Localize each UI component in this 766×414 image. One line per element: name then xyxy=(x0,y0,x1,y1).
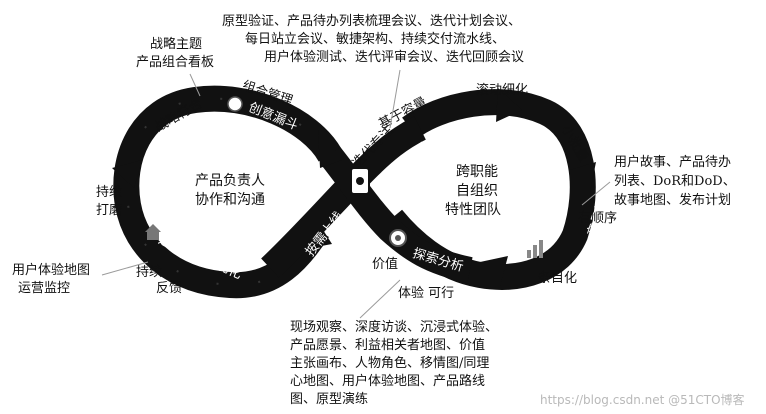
arrow-head-left xyxy=(112,160,142,188)
label-rolling-refine: 滚动细化 xyxy=(476,82,528,98)
svg-text:产品组合看板: 产品组合看板 xyxy=(136,54,214,70)
planning-artifacts-note: 用户故事、产品待办 列表、DoR和DoD、 故事地图、发布计划 xyxy=(581,154,736,208)
crossing-band-down xyxy=(319,146,473,283)
gear-icon xyxy=(389,229,407,247)
label-ordered: 有顺序 xyxy=(578,211,617,226)
svg-text:主张画布、人物角色、移情图/同理: 主张画布、人物角色、移情图/同理 xyxy=(290,355,489,371)
right-center-line-2: 自组织 xyxy=(456,183,498,199)
svg-text:用户体验地图: 用户体验地图 xyxy=(12,262,90,278)
svg-text:运营监控: 运营监控 xyxy=(18,281,70,296)
strategy-portfolio-note: 战略主题 产品组合看板 xyxy=(136,36,214,97)
arrow-head-right xyxy=(570,162,596,192)
label-continuous-feedback-1: 持续 xyxy=(136,265,162,280)
svg-text:现场观察、深度访谈、沉浸式体验、: 现场观察、深度访谈、沉浸式体验、 xyxy=(290,319,498,335)
arrow-head-bottom-right xyxy=(480,256,508,286)
left-center-line-2: 协作和沟通 xyxy=(195,192,265,208)
top-practices-note: 原型验证、产品待办列表梳理会议、迭代计划会议、 每日站立会议、敏捷架构、持续交付… xyxy=(222,13,524,129)
svg-text:列表、DoR和DoD、: 列表、DoR和DoD、 xyxy=(614,174,736,189)
svg-text:故事地图、发布计划: 故事地图、发布计划 xyxy=(614,192,731,208)
right-center-line-1: 跨职能 xyxy=(456,164,498,180)
label-continuous-polish-1: 持续 xyxy=(96,185,122,200)
left-center-line-1: 产品负责人 xyxy=(195,173,265,189)
label-value: 价值 xyxy=(372,256,398,272)
svg-text:原型验证、产品待办列表梳理会议、迭代计划会议、: 原型验证、产品待办列表梳理会议、迭代计划会议、 xyxy=(222,13,521,29)
label-continuous-feedback-2: 反馈 xyxy=(156,281,182,296)
label-experience-feasible: 体验 可行 xyxy=(398,285,454,301)
svg-text:心地图、用户体验地图、产品路线: 心地图、用户体验地图、产品路线 xyxy=(290,373,485,389)
bulb-icon xyxy=(227,96,243,112)
label-continuous-polish-2: 打磨 xyxy=(96,203,122,218)
svg-text:图、原型演练: 图、原型演练 xyxy=(290,391,368,407)
arrow-head-bottom xyxy=(300,222,332,250)
arrow-head-top-left xyxy=(318,130,342,168)
house-icon xyxy=(145,224,161,240)
svg-text:用户体验测试、迭代评审会议、迭代回顾会议: 用户体验测试、迭代评审会议、迭代回顾会议 xyxy=(264,49,524,65)
arrow-head-top-right xyxy=(496,88,522,122)
svg-text:用户故事、产品待办: 用户故事、产品待办 xyxy=(614,154,731,170)
discovery-practices-note: 现场观察、深度访谈、沉浸式体验、 产品愿景、利益相关者地图、价值 主张画布、人物… xyxy=(290,279,498,407)
svg-text:产品愿景、利益相关者地图、价值: 产品愿景、利益相关者地图、价值 xyxy=(290,337,485,353)
center-pin-icon xyxy=(350,167,370,195)
label-itemized: 条目化 xyxy=(538,270,577,286)
left-loop-band xyxy=(113,85,342,299)
svg-text:每日站立会议、敏捷架构、持续交付流水线、: 每日站立会议、敏捷架构、持续交付流水线、 xyxy=(245,31,505,47)
watermark: https://blog.csdn.net @51CTO博客 xyxy=(540,392,745,407)
operations-note: 用户体验地图 运营监控 xyxy=(12,261,149,296)
svg-text:战略主题: 战略主题 xyxy=(150,36,202,52)
right-center-line-3: 特性团队 xyxy=(445,202,501,218)
chart-icon xyxy=(527,240,543,258)
